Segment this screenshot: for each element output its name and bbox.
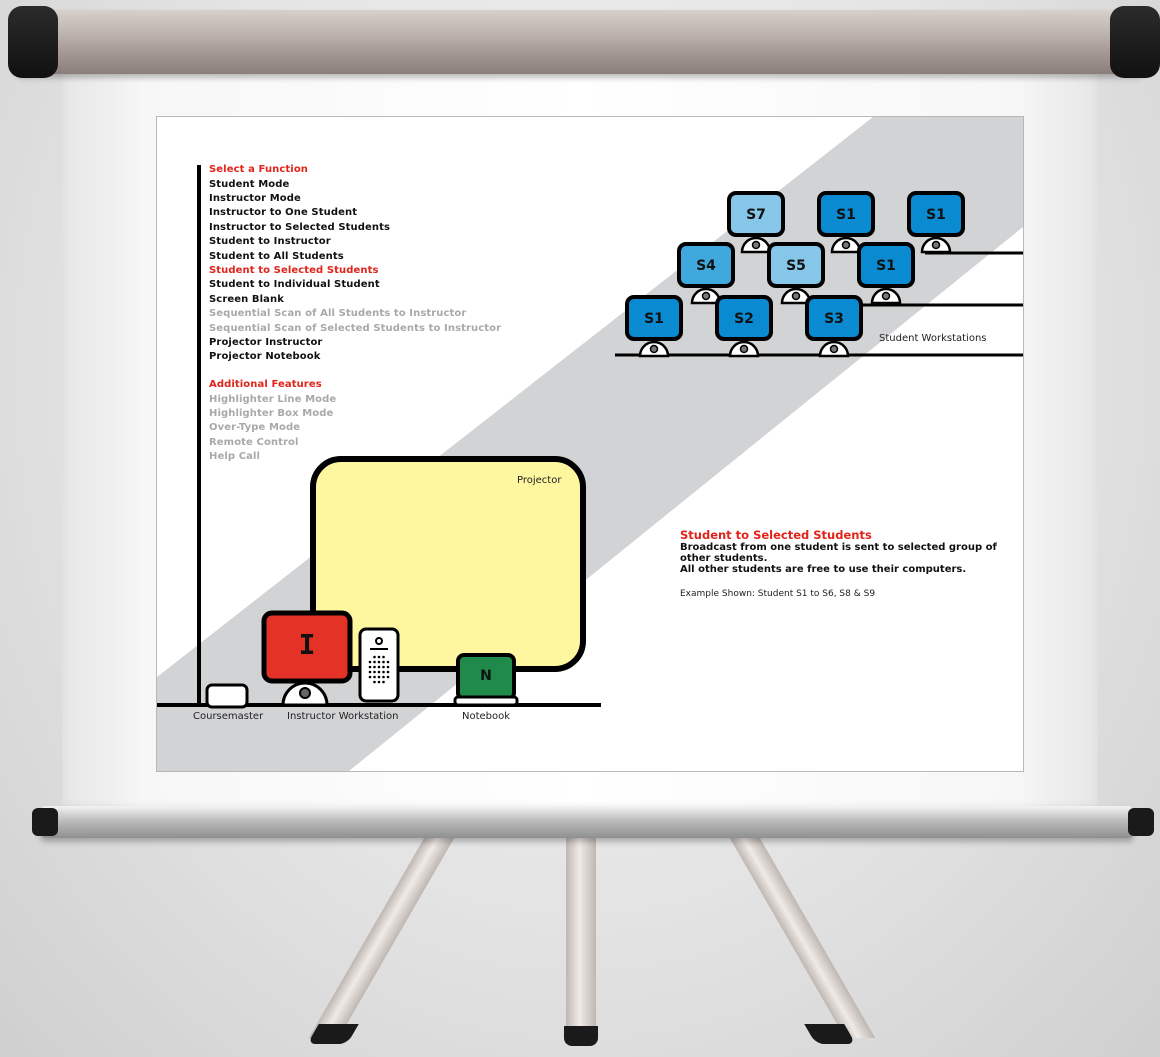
description-example: Example Shown: Student S1 to S6, S8 & S9 xyxy=(680,589,875,599)
vent-dot xyxy=(387,661,390,664)
student-workstations-label: Student Workstations xyxy=(879,333,987,344)
vent-dot xyxy=(369,661,372,664)
menu-item-projector-instructor[interactable]: Projector Instructor xyxy=(209,336,322,350)
menu-item-instructor-to-one-student[interactable]: Instructor to One Student xyxy=(209,206,357,220)
vent-dot xyxy=(382,661,385,664)
vent-dot xyxy=(387,676,390,679)
feature-item-highlighter-line-mode: Highlighter Line Mode xyxy=(209,393,336,407)
instructor-stand-knob xyxy=(300,688,310,698)
notebook-letter: N xyxy=(458,668,514,684)
vent-dot xyxy=(382,666,385,669)
menu-item-student-to-selected-students[interactable]: Student to Selected Students xyxy=(209,264,379,278)
vent-dot xyxy=(387,666,390,669)
bar-cap-right xyxy=(1128,808,1154,836)
menu-item-sequential-scan-of-selected-students-to-instructor: Sequential Scan of Selected Students to … xyxy=(209,322,501,336)
roller-cap-right xyxy=(1110,6,1160,78)
vent-dot xyxy=(369,671,372,674)
feature-item-remote-control: Remote Control xyxy=(209,436,299,450)
tripod-foot-center xyxy=(564,1026,598,1046)
roller-cap-left xyxy=(8,6,58,78)
screen-roller-top xyxy=(14,10,1146,74)
workstation-label: S5 xyxy=(786,258,806,274)
workstation-label: S1 xyxy=(836,207,856,223)
feature-item-highlighter-box-mode: Highlighter Box Mode xyxy=(209,407,333,421)
vent-dot xyxy=(382,671,385,674)
vent-dot xyxy=(373,676,376,679)
menu-item-instructor-to-selected-students[interactable]: Instructor to Selected Students xyxy=(209,221,390,235)
menu-item-student-to-instructor[interactable]: Student to Instructor xyxy=(209,235,331,249)
menu-item-student-to-individual-student[interactable]: Student to Individual Student xyxy=(209,278,380,292)
menu-item-instructor-mode[interactable]: Instructor Mode xyxy=(209,192,301,206)
coursemaster-device xyxy=(207,685,247,707)
description-line-3: All other students are free to use their… xyxy=(680,564,966,575)
menu-item-sequential-scan-of-all-students-to-instructor: Sequential Scan of All Students to Instr… xyxy=(209,307,466,321)
vent-dot xyxy=(369,666,372,669)
notebook-base xyxy=(455,697,517,705)
notebook-label: Notebook xyxy=(462,711,510,722)
workstation-label: S1 xyxy=(644,311,664,327)
projector-screen xyxy=(313,459,583,669)
workstation-label: S3 xyxy=(824,311,844,327)
menu-item-student-to-all-students[interactable]: Student to All Students xyxy=(209,250,344,264)
workstation-label: S1 xyxy=(926,207,946,223)
instructor-workstation-label: Instructor Workstation xyxy=(287,711,398,722)
vent-dot xyxy=(382,676,385,679)
vent-dot xyxy=(387,671,390,674)
tripod-leg-center xyxy=(566,828,596,1040)
workstation-stand-knob xyxy=(703,293,710,300)
bar-cap-left xyxy=(32,808,58,836)
vent-dot xyxy=(373,661,376,664)
vent-dot xyxy=(369,676,372,679)
projector-label: Projector xyxy=(517,475,561,486)
workstation-stand-knob xyxy=(753,242,760,249)
workstation-label: S2 xyxy=(734,311,754,327)
features-heading: Additional Features xyxy=(209,378,322,392)
description-line-2: other students. xyxy=(680,553,767,564)
workstation-stand-knob xyxy=(793,293,800,300)
workstation-label: S7 xyxy=(746,207,766,223)
coursemaster-label: Coursemaster xyxy=(193,711,263,722)
tripod-leg-left xyxy=(309,828,460,1038)
menu-item-screen-blank[interactable]: Screen Blank xyxy=(209,293,284,307)
description-line-1: Broadcast from one student is sent to se… xyxy=(680,542,997,553)
menu-item-projector-notebook[interactable]: Projector Notebook xyxy=(209,350,320,364)
vent-dot xyxy=(378,661,381,664)
vent-dot xyxy=(382,656,385,659)
tripod-leg-right xyxy=(724,828,875,1038)
workstation-stand-knob xyxy=(831,346,838,353)
vent-dot xyxy=(378,656,381,659)
workstation-label: S4 xyxy=(696,258,716,274)
vent-dot xyxy=(373,681,376,684)
feature-item-over-type-mode: Over-Type Mode xyxy=(209,421,300,435)
workstation-stand-knob xyxy=(883,293,890,300)
functions-heading: Select a Function xyxy=(209,163,308,177)
menu-item-student-mode[interactable]: Student Mode xyxy=(209,178,289,192)
vent-dot xyxy=(378,666,381,669)
tower-power-icon xyxy=(376,638,382,644)
workstation-stand-knob xyxy=(933,242,940,249)
workstation-stand-knob xyxy=(741,346,748,353)
workstation-label: S1 xyxy=(876,258,896,274)
vent-dot xyxy=(373,671,376,674)
vent-dot xyxy=(373,656,376,659)
instructor-monitor-letter: I xyxy=(264,628,350,661)
description-title: Student to Selected Students xyxy=(680,528,872,542)
vent-dot xyxy=(382,681,385,684)
vent-dot xyxy=(378,676,381,679)
workstation-stand-knob xyxy=(843,242,850,249)
vent-dot xyxy=(373,666,376,669)
vent-dot xyxy=(378,681,381,684)
workstation-stand-knob xyxy=(651,346,658,353)
feature-item-help-call: Help Call xyxy=(209,450,260,464)
vent-dot xyxy=(378,671,381,674)
screen-bottom-bar xyxy=(40,806,1134,838)
